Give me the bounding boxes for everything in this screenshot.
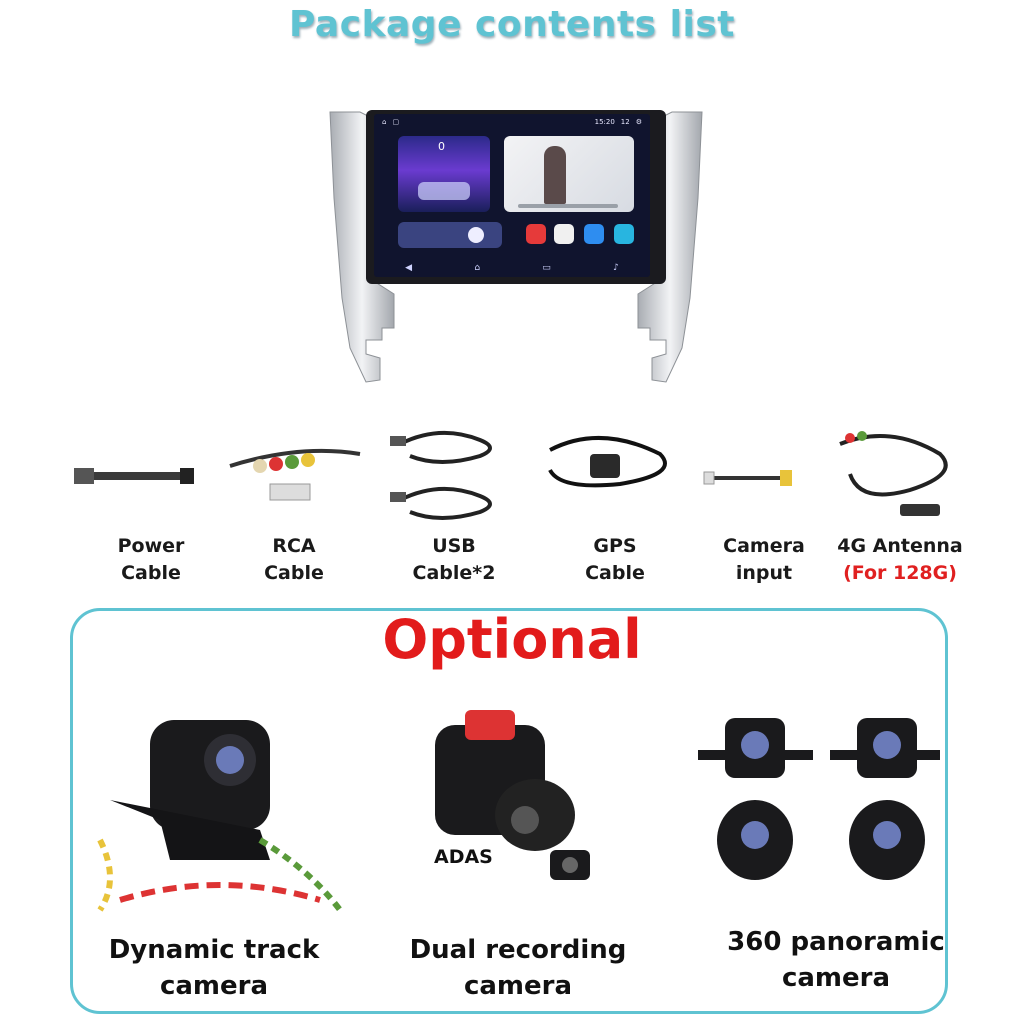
360-panoramic-camera-image [698,718,940,880]
accessory-usb-cable: USB Cable*2 [379,533,529,587]
person-figure-icon [544,146,566,204]
optional-panel [70,608,948,1014]
accessory-label-line2: Cable [264,562,324,584]
apps-icon[interactable]: ▢ [392,118,400,126]
status-bar: ⌂ ▢ 15:20 12 ⚙ [374,114,650,130]
home-icon[interactable]: ⌂ [382,118,387,126]
caption-line1: 360 panoramic [727,927,945,957]
status-value: 12 [620,118,630,126]
video-app-icon[interactable] [554,224,574,244]
accessory-rca-cable: RCA Cable [219,533,369,587]
video-widget[interactable] [504,136,634,212]
accessory-label-line2: (For 128G) [843,562,957,584]
power-cable-image [74,468,194,484]
caption-dynamic-track-camera: Dynamic track camera [64,932,364,1004]
home-nav-icon[interactable]: ⌂ [474,263,481,273]
video-progress[interactable] [518,204,618,208]
caption-line1: Dynamic track [108,935,320,965]
adas-label: ADAS [434,846,493,868]
rca-cable-image [229,448,361,501]
accessory-camera-input: Camera input [689,533,839,587]
optional-cameras-illustration [97,710,940,912]
play-button[interactable] [468,227,484,243]
accessory-label-line1: USB [432,535,476,557]
game-value: 0 [438,140,445,153]
accessory-label-line1: Camera [723,535,805,557]
caption-360-panoramic-camera: 360 panoramic camera [686,924,986,996]
accessory-gps-cable: GPS Cable [540,533,690,587]
caption-line1: Dual recording [409,935,627,965]
page-title: Package contents list [289,4,735,45]
head-unit-screen: ⌂ ▢ 15:20 12 ⚙ 0 ◀ ⌂ ▭ ♪ [374,114,650,277]
caption-dual-recording-camera: Dual recording camera [368,932,668,1004]
accessories-illustration [74,430,948,520]
status-time: 15:20 [594,118,615,126]
gps-cable-image [548,435,667,488]
4g-antenna-image [839,431,948,516]
caption-line2: camera [781,963,891,993]
accessory-label-line1: Power [117,535,185,557]
accessory-power-cable: Power Cable [76,533,226,587]
music-player-widget[interactable] [398,222,502,248]
caption-line2: camera [463,971,573,1001]
accessory-4g-antenna: 4G Antenna (For 128G) [825,533,975,587]
back-icon[interactable]: ◀ [405,263,413,273]
camera-input-cable-image [703,470,792,486]
settings-icon[interactable]: ⚙ [635,118,642,126]
usb-cable-image [390,430,492,520]
game-widget[interactable]: 0 [398,136,490,212]
dual-recording-camera-image [435,710,590,880]
accessory-label-line1: RCA [272,535,316,557]
caption-line2: camera [159,971,269,1001]
radio-app-icon[interactable] [526,224,546,244]
accessory-label-line2: input [735,562,793,584]
accessory-label-line2: Cable*2 [412,562,496,584]
link-app-icon[interactable] [614,224,634,244]
recent-icon[interactable]: ▭ [542,263,551,273]
bluetooth-app-icon[interactable] [584,224,604,244]
navigation-bar: ◀ ⌂ ▭ ♪ [374,259,650,277]
accessory-label-line2: Cable [585,562,645,584]
accessory-label-line1: 4G Antenna [837,535,963,557]
accessory-label-line2: Cable [121,562,181,584]
car-icon [418,182,470,200]
dynamic-track-camera-image [97,720,343,912]
optional-title: Optional [382,608,642,671]
volume-icon[interactable]: ♪ [613,263,619,273]
accessory-label-line1: GPS [593,535,637,557]
